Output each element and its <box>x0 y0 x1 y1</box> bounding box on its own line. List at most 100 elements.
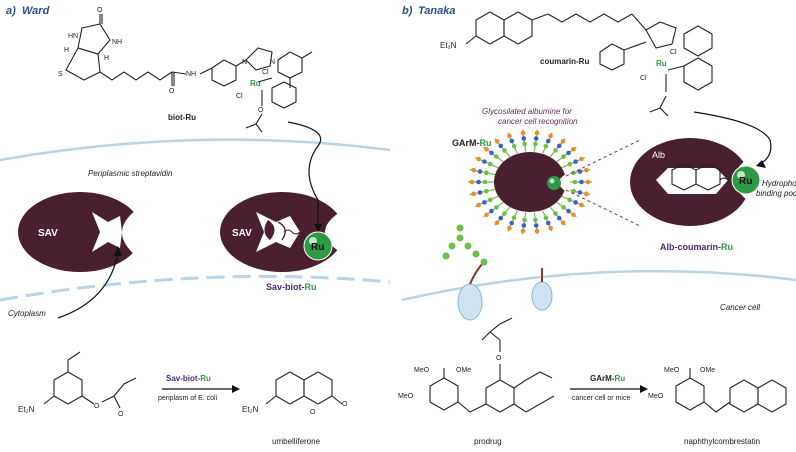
glycan-bead <box>509 138 515 144</box>
nhc-n2-a: N <box>270 59 275 66</box>
substrate-a: O O Et₂N <box>18 351 137 418</box>
substrate-amine-a: Et₂N <box>18 405 35 414</box>
glycan-bead <box>484 212 489 218</box>
glycan-bead <box>509 220 515 226</box>
garm-part2: Ru <box>480 138 492 148</box>
glycan-bead <box>579 202 584 208</box>
sav-empty: SAV <box>18 192 150 272</box>
conditions-b: cancer cell or mice <box>572 395 630 402</box>
svg-text:GArM-Ru: GArM-Ru <box>590 374 625 383</box>
glycan-bead <box>471 167 476 173</box>
nhc-ru-complex-a: N N Ru Cl Cl O <box>211 47 313 133</box>
glycan-bead <box>553 211 558 216</box>
glycan-bead <box>533 223 539 228</box>
prodrug-meo-2: MeO <box>398 393 414 400</box>
ru-bead-a-label: Ru <box>311 242 324 253</box>
glycan-chain-left <box>442 224 488 266</box>
glycan-bead <box>571 146 576 152</box>
delivery-arrow-b <box>693 111 772 165</box>
biotin-h-bottom: H <box>104 55 109 62</box>
panel-b: b) Tanaka Et₂N Ru Cl Cl coumari <box>398 5 796 446</box>
glycan-bead <box>566 208 571 214</box>
product-meo-1: MeO <box>664 367 680 374</box>
glycan-bead <box>498 143 504 149</box>
glycan-bead <box>571 212 576 218</box>
delivery-arrow-a <box>287 121 322 228</box>
ru-atom-b: Ru <box>656 59 667 68</box>
biotin-o: O <box>97 7 103 14</box>
svg-text:GArM-Ru: GArM-Ru <box>452 138 492 148</box>
glycan-bead <box>573 159 578 164</box>
glycan-bead <box>584 191 589 197</box>
glycan-bead <box>573 200 578 205</box>
amide-nh-a: NH <box>186 71 196 78</box>
glycan-bead <box>489 150 494 156</box>
glycan-bead <box>572 179 578 185</box>
glycan-bead <box>533 136 539 141</box>
glycan-bead <box>487 197 493 203</box>
glycan-bead <box>577 190 583 195</box>
coumarin-ru-label: coumarin-Ru <box>540 57 589 66</box>
product-amine-a: Et₂N <box>242 405 259 414</box>
lactone-o-a: O <box>342 401 348 408</box>
panel-b-name: Tanaka <box>418 5 456 17</box>
inner-membrane-a <box>0 274 391 302</box>
glycan-bead <box>556 143 562 149</box>
naphthyl-product: MeO OMe MeO <box>648 367 787 413</box>
glycan-bead <box>577 169 583 174</box>
svg-text:Alb-coumarin-Ru: Alb-coumarin-Ru <box>660 242 733 252</box>
glyco-note-line1: Glycosilated albumine for <box>482 107 572 116</box>
glycan-bead <box>477 190 483 195</box>
cat-b-part2: Ru <box>614 374 625 383</box>
vesicle-1 <box>457 283 483 321</box>
product-ome: OMe <box>700 367 715 374</box>
glycan-bead <box>560 220 566 225</box>
glycan-bead <box>584 167 589 173</box>
zoom-line-top <box>565 139 641 177</box>
glycan-bead <box>543 215 549 221</box>
zoom-line-bottom <box>565 189 641 227</box>
cancer-cell-label: Cancer cell <box>720 303 760 312</box>
glycan-bead <box>482 179 488 185</box>
ring-o-a: O <box>310 409 316 416</box>
cl1-b: Cl <box>670 49 677 56</box>
glycan-bead <box>561 154 566 159</box>
glycan-bead <box>511 215 517 221</box>
glycan-bead <box>579 156 584 162</box>
glycan-bead <box>567 161 573 167</box>
glycan-bead <box>561 205 566 210</box>
amide-o-a: O <box>169 88 175 95</box>
glycan-bead <box>545 138 551 144</box>
glycan-bead <box>502 211 507 216</box>
cytoplasm-label: Cytoplasm <box>8 309 46 318</box>
prodrug-label: prodrug <box>474 437 502 446</box>
glycan-bead <box>494 220 500 225</box>
glycan-bead <box>571 188 576 194</box>
glycan-bead <box>487 161 493 167</box>
ru-atom-a: Ru <box>250 79 261 88</box>
prodrug-meo-1: MeO <box>414 367 430 374</box>
biotin-h-top: H <box>64 47 69 54</box>
prodrug-structure: MeO OMe MeO O <box>398 317 555 413</box>
alb-construct-part2: coumarin- <box>678 242 722 252</box>
glycan-bead <box>476 179 481 185</box>
panel-a-letter: a) <box>6 5 16 17</box>
cl2-a: Cl <box>236 93 243 100</box>
construct-a-part2: biot- <box>285 282 305 292</box>
glycan-bead <box>494 154 499 159</box>
glycan-bead <box>507 133 512 139</box>
glycan-bead <box>556 215 562 221</box>
biot-ru-label: biot-Ru <box>168 113 196 122</box>
panel-a: a) Ward O HN NH H H S O NH N <box>0 5 391 446</box>
cat-a-part1: Sav- <box>166 374 183 383</box>
cl1-a: Cl <box>262 69 269 76</box>
glycan-bead <box>507 225 512 231</box>
alb-label: Alb <box>652 150 665 160</box>
coumarin-structure: Et₂N <box>440 11 647 50</box>
cat-a-part2: biot- <box>183 374 201 383</box>
glycan-bead <box>502 148 507 153</box>
alb-construct-part1: Alb- <box>660 242 678 252</box>
glycan-bead <box>585 179 591 185</box>
